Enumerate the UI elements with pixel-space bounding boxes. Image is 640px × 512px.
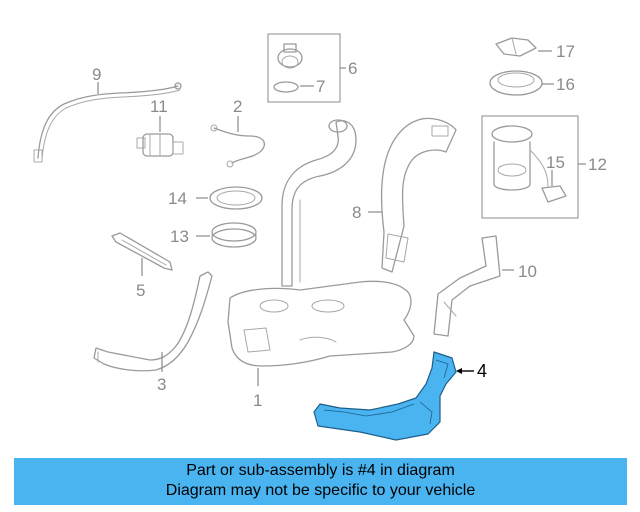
part-12-fuel-pump-group: 15 12 bbox=[481, 115, 607, 219]
filler-neck bbox=[281, 119, 357, 287]
callout-1: 1 bbox=[253, 391, 262, 410]
callout-6: 6 bbox=[348, 59, 357, 78]
part-6-filler-cap-group: 7 6 bbox=[267, 33, 357, 103]
part-16-pump-ring: 16 bbox=[489, 70, 575, 96]
callout-15: 15 bbox=[546, 153, 565, 172]
callout-13: 13 bbox=[170, 227, 189, 246]
callout-7: 7 bbox=[316, 77, 325, 96]
part-4-heat-shield: 4 bbox=[313, 351, 487, 441]
banner-line-1: Part or sub-assembly is #4 in diagram bbox=[186, 462, 455, 479]
callout-12: 12 bbox=[588, 155, 607, 174]
callout-16: 16 bbox=[556, 75, 575, 94]
part-14-lock-ring: 14 bbox=[168, 186, 263, 210]
part-13-seal-ring: 13 bbox=[170, 222, 257, 248]
callout-4: 4 bbox=[477, 361, 487, 381]
info-banner: Part or sub-assembly is #4 in diagram Di… bbox=[14, 458, 627, 505]
callout-14: 14 bbox=[168, 189, 187, 208]
callout-17: 17 bbox=[556, 42, 575, 61]
callout-2: 2 bbox=[233, 97, 242, 116]
part-8-filler-pipe: 8 bbox=[352, 117, 457, 273]
part-10-support-bracket: 10 bbox=[433, 235, 537, 337]
callout-8: 8 bbox=[352, 203, 361, 222]
part-3-tank-strap: 3 bbox=[93, 271, 213, 394]
parts-diagram: 9 11 2 7 6 14 bbox=[33, 33, 607, 441]
callout-3: 3 bbox=[157, 375, 166, 394]
part-5-bracket: 5 bbox=[111, 232, 173, 300]
part-17-connector: 17 bbox=[495, 37, 575, 61]
callout-11: 11 bbox=[150, 97, 168, 116]
part-1-fuel-tank: 1 bbox=[227, 280, 415, 410]
callout-10: 10 bbox=[518, 262, 537, 281]
part-9-vent-hose: 9 bbox=[33, 65, 182, 163]
callout-9: 9 bbox=[92, 65, 101, 84]
callout-5: 5 bbox=[136, 281, 145, 300]
part-2-sender-wire: 2 bbox=[210, 97, 265, 168]
banner-line-2: Diagram may not be specific to your vehi… bbox=[165, 482, 476, 499]
part-11-fuel-filter: 11 bbox=[136, 97, 184, 157]
